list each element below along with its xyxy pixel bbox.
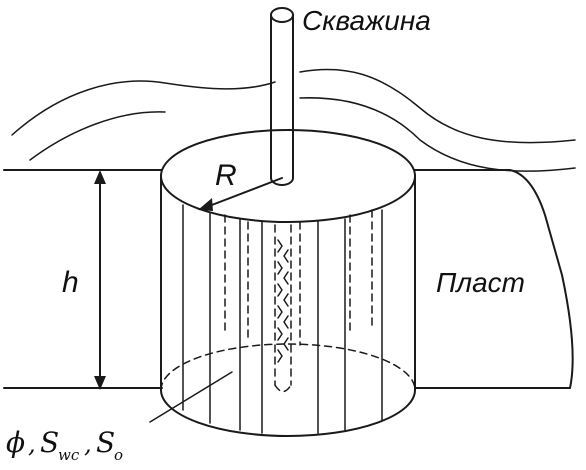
swc-symbol: S [40, 426, 59, 459]
formation-label: Пласт [436, 267, 525, 298]
so-symbol: S [96, 426, 115, 459]
thickness-arrow [94, 170, 106, 390]
perforation-marks [277, 239, 289, 363]
porosity-symbol: ϕ [6, 426, 25, 459]
overburden-strata-lines [11, 68, 576, 172]
comma-2: , [84, 430, 92, 458]
thickness-label: h [62, 266, 79, 299]
well-bore [270, 7, 294, 393]
cylinder-top-ellipse [160, 129, 416, 223]
so-subscript: o [114, 446, 123, 464]
drainage-cylinder [160, 129, 416, 437]
swc-subscript: wc [58, 446, 80, 464]
formation-layer [3, 169, 574, 389]
cylinder-bottom-front-arc [160, 389, 416, 437]
rock-properties-label: ϕ , S wc , S o [6, 426, 123, 464]
cylinder-bottom-back-arc [160, 343, 416, 391]
radius-arrow [198, 177, 283, 211]
properties-leader-line [149, 371, 233, 423]
comma-1: , [28, 430, 36, 458]
well-label: Скважина [302, 5, 431, 36]
radius-label: R [215, 159, 237, 192]
